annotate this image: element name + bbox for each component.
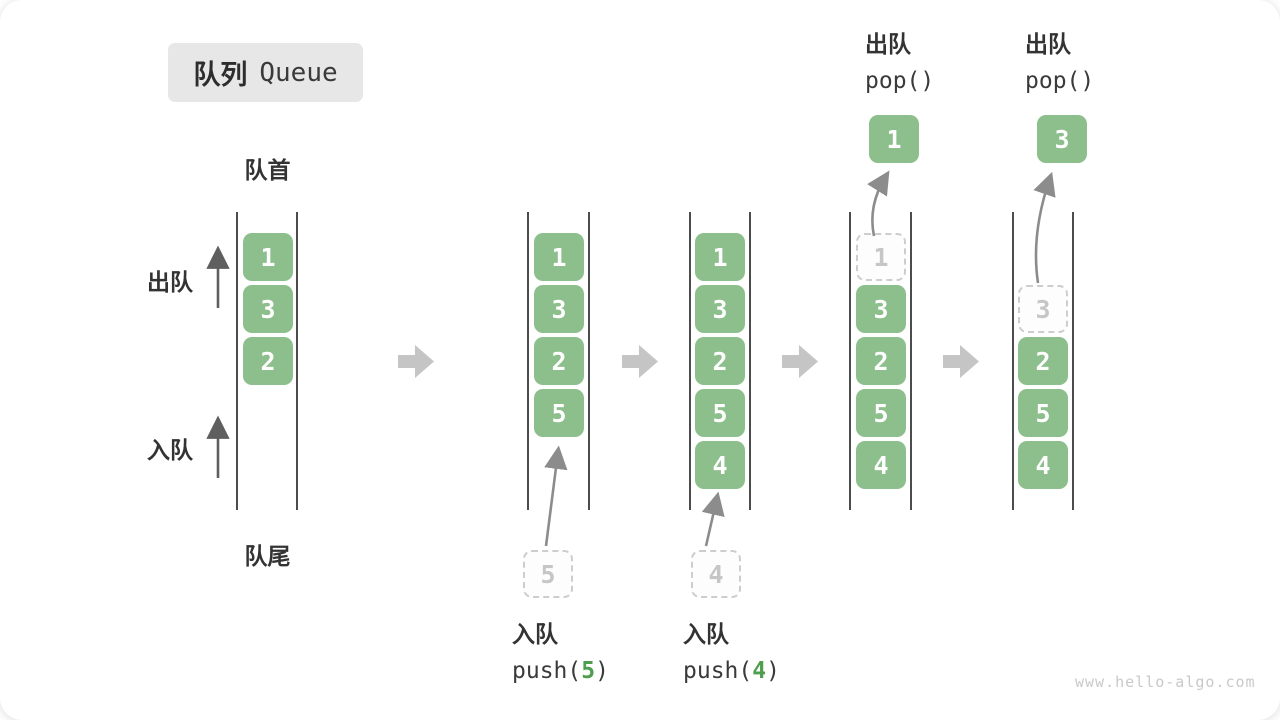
op-push4-code: push(4) — [683, 653, 780, 690]
queue4-cell: 5 — [856, 389, 906, 437]
enqueue-ghost-cell-4: 4 — [691, 550, 741, 598]
label-enqueue-left: 入队 — [147, 437, 193, 463]
enqueue-ghost-cell-5: 5 — [523, 550, 573, 598]
label-dequeue-left: 出队 — [147, 269, 193, 295]
queue3-right-wall — [749, 212, 751, 510]
queue3-cell: 2 — [695, 337, 745, 385]
watermark: www.hello-algo.com — [1075, 673, 1256, 691]
queue4-cell: 3 — [856, 285, 906, 333]
queue2-cell: 3 — [534, 285, 584, 333]
queue5-left-wall — [1012, 212, 1014, 510]
op-pop2-label: 出队 pop() — [1025, 26, 1094, 100]
op-push4-arg: 4 — [752, 658, 767, 684]
op-push5-code: push(5) — [512, 653, 609, 690]
queue1-cell: 3 — [243, 285, 293, 333]
label-queue-front: 队首 — [244, 157, 291, 183]
queue1-right-wall — [296, 212, 298, 510]
queue5-cell: 2 — [1018, 337, 1068, 385]
op-pop1-verb: 出队 — [865, 31, 911, 57]
queue5-cell: 5 — [1018, 389, 1068, 437]
queue4-cell: 2 — [856, 337, 906, 385]
op-pop2-code: pop() — [1025, 68, 1095, 94]
push4-arrow-icon — [701, 491, 725, 547]
popped-cell-3: 3 — [1037, 115, 1087, 163]
op-push4-fn-close: ) — [766, 658, 780, 684]
queue3-cell: 1 — [695, 233, 745, 281]
queue2-cell: 1 — [534, 233, 584, 281]
queue4-left-wall — [849, 212, 851, 510]
queue5-right-wall — [1072, 212, 1074, 510]
queue3-cell: 4 — [695, 441, 745, 489]
queue3-cell: 3 — [695, 285, 745, 333]
queue2-cell: 5 — [534, 389, 584, 437]
queue2-right-wall — [588, 212, 590, 510]
push5-arrow-icon — [544, 445, 568, 547]
op-push5-fn-open: push( — [512, 658, 582, 684]
title-zh: 队列 — [193, 60, 248, 90]
state-transition-arrow-icon — [622, 345, 658, 378]
op-push4-verb: 入队 — [683, 621, 729, 647]
state-transition-arrow-icon — [943, 345, 979, 378]
state-transition-arrow-icon — [398, 345, 434, 378]
label-queue-rear: 队尾 — [244, 543, 291, 569]
state-transition-arrow-icon — [782, 345, 818, 378]
queue1-cell: 1 — [243, 233, 293, 281]
queue5-ghost-cell: 3 — [1018, 285, 1068, 333]
queue4-cell: 4 — [856, 441, 906, 489]
title-en: Queue — [259, 57, 338, 88]
op-push4-fn-open: push( — [683, 658, 753, 684]
queue1-left-wall — [236, 212, 238, 510]
queue3-cell: 5 — [695, 389, 745, 437]
op-pop1-code: pop() — [865, 68, 935, 94]
queue1-cell: 2 — [243, 337, 293, 385]
op-pop1-label: 出队 pop() — [865, 26, 934, 100]
pop2-arrow-icon — [1033, 171, 1056, 284]
queue2-cell: 2 — [534, 337, 584, 385]
queue4-right-wall — [910, 212, 912, 510]
popped-cell-1: 1 — [869, 115, 919, 163]
queue3-left-wall — [689, 212, 691, 510]
title-badge: 队列 Queue — [168, 43, 363, 102]
op-push5-label: 入队 push(5) — [512, 616, 609, 690]
op-push5-arg: 5 — [581, 658, 596, 684]
pop1-arrow-icon — [867, 170, 890, 237]
op-push4-label: 入队 push(4) — [683, 616, 780, 690]
queue4-ghost-cell: 1 — [856, 233, 906, 281]
queue5-cell: 4 — [1018, 441, 1068, 489]
op-push5-fn-close: ) — [595, 658, 609, 684]
op-pop2-verb: 出队 — [1025, 31, 1071, 57]
op-push5-verb: 入队 — [512, 621, 558, 647]
queue2-left-wall — [527, 212, 529, 510]
